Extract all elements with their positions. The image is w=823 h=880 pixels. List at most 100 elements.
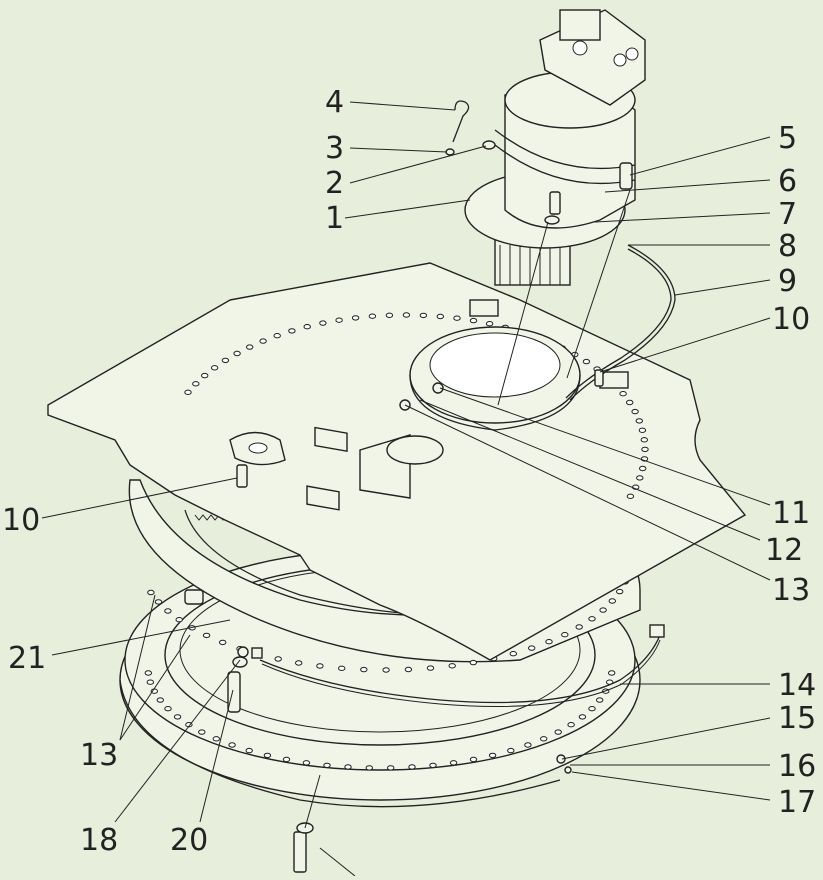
- plate-bolt-hole: [626, 493, 635, 499]
- ring-bolt-hole: [596, 697, 604, 703]
- ring-bolt-hole: [198, 729, 206, 735]
- plate-bolt-hole: [626, 399, 634, 406]
- ring-bolt-hole: [245, 747, 253, 754]
- leader-lines: [41, 101, 771, 877]
- plate-bolt-hole: [221, 357, 230, 364]
- ring-bolt-hole: [488, 752, 497, 759]
- plate-bolt-hole: [635, 418, 643, 424]
- ring-bolt-hole: [365, 765, 373, 771]
- gear-bolt-hole: [469, 659, 477, 666]
- callout-10-top: 10: [772, 302, 810, 337]
- ring-bolt-hole: [263, 752, 272, 759]
- plate-bolt-hole: [368, 313, 377, 319]
- ring-bolt-hole: [323, 762, 331, 769]
- ring-bolt-hole: [212, 736, 221, 742]
- plate-bolt-hole: [640, 437, 648, 443]
- plate-bolt-hole: [631, 408, 639, 415]
- ring-bolt-hole: [469, 756, 478, 763]
- ring-bolt-hole: [567, 722, 575, 728]
- gear-bolt-hole: [404, 666, 413, 673]
- plate-bolt-hole: [641, 446, 649, 453]
- gear-bolt-hole: [561, 632, 569, 638]
- plate-bolt-hole: [582, 358, 591, 365]
- fasteners: [184, 369, 604, 873]
- callout-7: 7: [778, 197, 797, 232]
- callout-8: 8: [778, 229, 797, 264]
- gear-bolt-hole: [338, 665, 346, 671]
- gear-bolt-hole: [274, 656, 282, 662]
- ring-bolt-holes: [144, 670, 616, 771]
- ring-bolt-hole: [408, 764, 416, 770]
- callout-11: 11: [772, 496, 810, 531]
- plate-bolt-hole: [319, 320, 327, 326]
- plate-bolt-hole: [335, 317, 343, 323]
- ring-bolt-hole: [144, 670, 153, 676]
- ring-bolt-hole: [387, 765, 395, 771]
- callout-17: 17: [778, 785, 816, 820]
- callout-3: 3: [325, 131, 344, 166]
- callout-1: 1: [325, 201, 344, 236]
- plate-bolt-hole: [636, 475, 644, 481]
- callout-13-right: 13: [772, 573, 810, 608]
- plate-bolt-hole: [192, 381, 200, 387]
- gear-bolt-hole: [575, 624, 583, 630]
- callout-16: 16: [778, 749, 816, 784]
- plate-bolt-hole: [273, 333, 281, 339]
- gear-bolt-hole: [545, 639, 553, 645]
- gear-bolt-hole: [295, 660, 303, 666]
- ring-bolt-hole: [429, 762, 437, 769]
- gear-bolt-hole: [154, 599, 163, 605]
- plate-bolt-hole: [453, 315, 461, 321]
- plate-bolt-hole: [485, 321, 494, 327]
- plate-bolt-hole: [619, 391, 627, 397]
- callout-4: 4: [325, 85, 344, 120]
- callout-9: 9: [778, 264, 797, 299]
- callout-18: 18: [80, 823, 118, 858]
- gear-bolt-hole: [426, 665, 435, 671]
- plate-bolt-hole: [639, 465, 647, 472]
- ring-bolt-hole: [302, 760, 311, 766]
- plate-bolt-hole: [246, 344, 254, 350]
- gear-bolt-hole: [360, 666, 368, 673]
- plate-bolt-hole: [385, 312, 394, 318]
- plate-bolt-hole: [638, 427, 647, 433]
- ring-bolt-hole: [164, 706, 172, 712]
- callout-6: 6: [778, 164, 797, 199]
- gear-bolt-hole: [316, 663, 324, 669]
- callout-20: 20: [170, 823, 208, 858]
- callout-5: 5: [778, 121, 797, 156]
- ring-bolt-hole: [507, 747, 515, 754]
- plate-bolt-hole: [201, 372, 209, 379]
- gear-bolt-hole: [509, 651, 517, 657]
- gear-bolt-hole: [599, 607, 607, 613]
- ring-bolt-hole: [146, 679, 155, 685]
- plate-bolt-hole: [351, 315, 360, 321]
- gear-bolt-hole: [528, 645, 536, 651]
- callout-21: 21: [8, 641, 46, 676]
- ring-bolt-hole: [228, 742, 236, 748]
- plate-bolt-hole: [233, 350, 241, 357]
- gear-bolt-hole: [147, 589, 155, 596]
- ring-bolt-hole: [156, 697, 165, 703]
- gear-bolt-hole: [175, 617, 183, 623]
- gear-bolt-hole: [608, 598, 616, 604]
- gear-bolt-hole: [202, 632, 211, 639]
- plate-bolt-hole: [210, 365, 219, 371]
- plate-bolt-hole: [288, 328, 296, 334]
- plate-bolt-hole: [184, 389, 192, 395]
- gear-bolt-hole: [382, 667, 390, 673]
- callout-13-left: 13: [80, 738, 118, 773]
- ring-bolt-hole: [173, 714, 182, 720]
- callout-labels: 4 3 2 1 5 6 7 8 9 10 10 11 12 13 13 14 1…: [2, 85, 816, 858]
- slewing-drive-motor: [445, 9, 646, 286]
- ring-bolt-hole: [588, 706, 596, 712]
- plate-bolt-hole: [419, 312, 428, 319]
- ring-bolt-hole: [608, 670, 616, 676]
- ring-bolt-hole: [449, 760, 458, 766]
- ring-bolt-hole: [554, 729, 562, 735]
- mounting-flange: [409, 326, 581, 431]
- callout-14: 14: [778, 668, 816, 703]
- callout-10-left: 10: [2, 503, 40, 538]
